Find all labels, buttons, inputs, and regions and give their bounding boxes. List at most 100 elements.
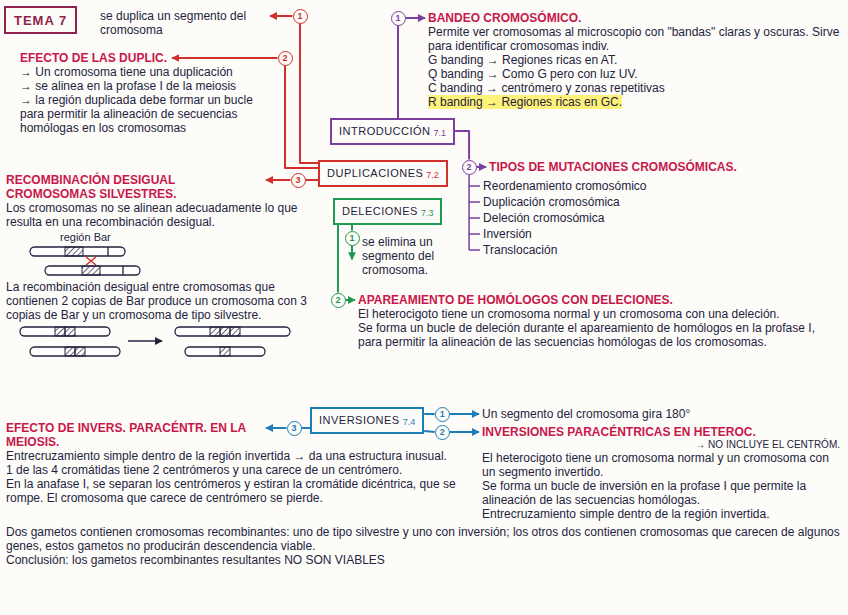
callout-circle: 1 — [391, 11, 406, 26]
note-text: se duplica un segmento del cromosoma — [100, 9, 265, 37]
unequal-crossover-drawing — [30, 247, 140, 275]
bar-region — [65, 347, 75, 356]
bar-region — [220, 327, 230, 336]
text-group: se duplica un segmento del cromosoma — [100, 9, 265, 37]
callout-number: 1 — [395, 14, 400, 23]
section-box: INTRODUCCIÓN7.1 — [330, 118, 455, 145]
note-text: Un segmento del cromosoma gira 180° — [482, 407, 690, 421]
note-text: C banding → centrómero y zonas repetitiv… — [428, 81, 665, 95]
part-label: región Bar — [60, 231, 111, 244]
bar-region — [55, 327, 65, 336]
note-text: Los cromosomas no se alinean adecuadamen… — [6, 201, 326, 229]
connector — [302, 427, 311, 429]
callout-circle: 1 — [293, 9, 308, 24]
text-group: EFECTO DE LAS DUPLIC.→ Un cromosoma tien… — [20, 51, 272, 135]
box-title: INVERSIONES — [319, 414, 400, 427]
bracket-line — [469, 217, 480, 219]
text-group: se elimina un segmento del cromosoma. — [362, 235, 454, 277]
note-text: Permite ver cromosomas al microscopio co… — [428, 25, 840, 53]
leader-arrow — [346, 299, 356, 301]
text-group: RECOMBINACIÓN DESIGUAL CROMOSOMAS SILVES… — [6, 173, 326, 229]
bar-region — [65, 327, 75, 336]
note-text: 1 de las 4 cromátidas tiene 2 centrómero… — [6, 463, 402, 477]
box-title: DELECIONES — [342, 205, 418, 218]
note-text: Se forma un bucle de inversión en la pro… — [482, 479, 840, 507]
bar-region — [65, 247, 83, 256]
note-text: El heterocigoto tiene un cromosoma norma… — [482, 451, 840, 479]
leader-arrow — [450, 413, 479, 415]
connector — [397, 26, 399, 119]
crossover-mark — [86, 257, 96, 265]
text-group: INVERSIONES PARACÉNTRICAS EN HETEROC.→ N… — [482, 425, 840, 521]
bar-region — [220, 347, 230, 356]
callout-circle: 1 — [345, 231, 360, 246]
callout-number: 2 — [440, 428, 445, 437]
callout-number: 1 — [297, 12, 302, 21]
topic-box: TEMA 7 — [4, 6, 77, 34]
section-heading: RECOMBINACIÓN DESIGUAL CROMOSOMAS SILVES… — [6, 173, 261, 201]
text-group: TIPOS DE MUTACIONES CROMOSÓMICAS. — [489, 160, 848, 174]
leader-arrow — [450, 431, 479, 433]
section-heading: APAREAMIENTO DE HOMÓLOGOS CON DELECIONES… — [358, 293, 673, 307]
connector — [424, 413, 435, 415]
note-text: Entrecruzamiento simple dentro de la reg… — [482, 507, 769, 521]
connector — [285, 66, 318, 169]
section-number: 7.4 — [403, 417, 416, 427]
list-item: Deleción cromosómica — [483, 210, 604, 226]
text-group: EFECTO DE INVERS. PARACÉNTR. EN LA MEIOS… — [6, 421, 468, 505]
box-title: DUPLICACIONES — [327, 167, 423, 180]
list-item: Reordenamiento cromosómico — [483, 178, 646, 194]
note-text: Se forma un bucle de deleción durante el… — [358, 321, 840, 349]
callout-circle: 3 — [291, 173, 306, 188]
list-item: Translocación — [483, 242, 557, 258]
connector — [351, 225, 353, 231]
section-box: INVERSIONES7.4 — [310, 407, 424, 434]
bracket-line — [469, 185, 480, 187]
note-text: En la anafase I, se separan los centróme… — [6, 477, 468, 505]
callout-circle: 1 — [435, 407, 450, 422]
callout-circle: 2 — [462, 160, 477, 175]
section-box: DUPLICACIONES7.2 — [318, 160, 448, 187]
connector — [455, 131, 469, 160]
result-arrow — [128, 340, 162, 342]
text-group: región Bar — [60, 231, 180, 244]
text-group: BANDEO CROMOSÓMICO.Permite ver cromosoma… — [428, 11, 840, 109]
chromosome — [30, 247, 125, 256]
note-text: → se alinea en la profase I de la meiosi… — [20, 79, 236, 93]
bar-copies-drawing — [20, 327, 290, 356]
chromosome-band — [107, 247, 108, 256]
section-heading: BANDEO CROMOSÓMICO. — [428, 11, 581, 25]
note-text: Q banding → Como G pero con luz UV. — [428, 67, 638, 81]
section-heading: EFECTO DE LAS DUPLIC. — [20, 51, 167, 65]
callout-number: 3 — [291, 424, 296, 433]
callout-number: 1 — [349, 234, 354, 243]
chromosome — [20, 327, 110, 336]
note-text: → Un cromosoma tiene una duplicación — [20, 65, 233, 79]
chromosome-band — [122, 266, 123, 275]
note-text: se elimina un segmento del cromosoma. — [362, 235, 454, 277]
section-heading: INVERSIONES PARACÉNTRICAS EN HETEROC. — [482, 425, 756, 439]
text-group: Dos gametos contienen cromosomas recombi… — [6, 525, 842, 567]
callout-circle: 2 — [331, 293, 346, 308]
leader-arrow — [172, 57, 277, 59]
callout-circle: 3 — [287, 421, 302, 436]
note-text: R banding → Regiones ricas en GC. — [428, 95, 622, 109]
box-title: INTRODUCCIÓN — [339, 125, 431, 138]
leader-arrow — [270, 15, 293, 17]
connector — [300, 24, 318, 164]
chromosome — [45, 266, 140, 275]
chromosome — [175, 327, 290, 336]
note-text: → la región duplicada debe formar un buc… — [20, 93, 272, 135]
note-text: La recombinación desigual entre cromosom… — [6, 280, 324, 322]
text-group: Un segmento del cromosoma gira 180° — [482, 407, 840, 421]
callout-number: 1 — [440, 410, 445, 419]
text-group: La recombinación desigual entre cromosom… — [6, 280, 324, 322]
section-heading: EFECTO DE INVERS. PARACÉNTR. EN LA MEIOS… — [6, 421, 261, 449]
connector — [337, 225, 339, 293]
section-heading: TIPOS DE MUTACIONES CROMOSÓMICAS. — [489, 160, 737, 174]
bar-region — [82, 266, 100, 275]
leader-arrow — [477, 166, 487, 168]
callout-circle: 2 — [278, 51, 293, 66]
note-text: Dos gametos contienen cromosomas recombi… — [6, 525, 842, 553]
